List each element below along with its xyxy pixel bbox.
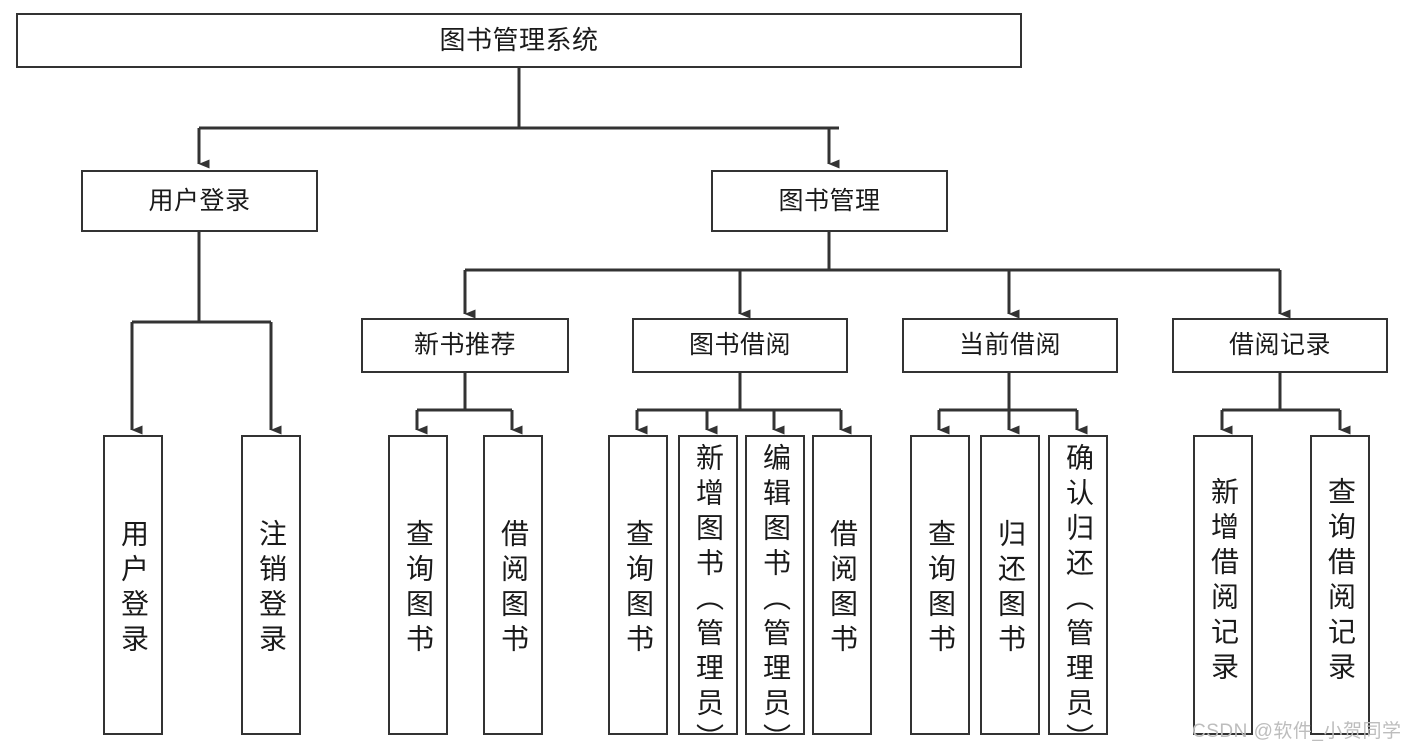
csdn-watermark: CSDN @软件_小贺同学	[1192, 721, 1402, 742]
node-borrow-record-label: 借阅记录	[1228, 331, 1331, 360]
node-leaf-query-book-3-label: 查询图书	[925, 519, 956, 659]
node-leaf-query-book-1-label: 查询图书	[403, 519, 434, 659]
node-leaf-query-book-3[interactable]: 查询图书	[910, 435, 970, 735]
node-leaf-return-book-label: 归还图书	[995, 519, 1026, 659]
node-leaf-borrow-book-2-label: 借阅图书	[827, 519, 858, 659]
node-leaf-confirm-return[interactable]: 确认归还（管理员）	[1048, 435, 1108, 747]
node-leaf-confirm-return-label: 确认归还（管理员）	[1063, 443, 1094, 747]
node-user-login-label: 用户登录	[148, 186, 251, 215]
node-leaf-add-record-label: 新增借阅记录	[1208, 477, 1239, 687]
node-leaf-edit-book-label: 编辑图书（管理员）	[760, 443, 791, 747]
node-book-borrow[interactable]: 图书借阅	[632, 318, 848, 373]
node-root[interactable]: 图书管理系统	[16, 13, 1022, 68]
node-leaf-add-book-label: 新增图书（管理员）	[693, 443, 724, 747]
node-book-management-label: 图书管理	[778, 186, 881, 215]
node-leaf-query-book-1[interactable]: 查询图书	[388, 435, 448, 735]
node-current-borrow-label: 当前借阅	[958, 331, 1061, 360]
node-current-borrow[interactable]: 当前借阅	[902, 318, 1118, 373]
node-book-management[interactable]: 图书管理	[711, 170, 948, 232]
node-leaf-query-record[interactable]: 查询借阅记录	[1310, 435, 1370, 735]
node-new-book-recommend[interactable]: 新书推荐	[361, 318, 569, 373]
node-leaf-query-record-label: 查询借阅记录	[1325, 477, 1356, 687]
node-leaf-borrow-book-1[interactable]: 借阅图书	[483, 435, 543, 735]
node-leaf-edit-book[interactable]: 编辑图书（管理员）	[745, 435, 805, 747]
node-leaf-user-login[interactable]: 用户登录	[103, 435, 163, 735]
node-leaf-user-login-label: 用户登录	[118, 519, 149, 659]
node-book-borrow-label: 图书借阅	[688, 331, 791, 360]
node-leaf-query-book-2[interactable]: 查询图书	[608, 435, 668, 735]
node-root-label: 图书管理系统	[439, 24, 599, 55]
node-leaf-add-record[interactable]: 新增借阅记录	[1193, 435, 1253, 735]
node-leaf-borrow-book-1-label: 借阅图书	[498, 519, 529, 659]
node-leaf-borrow-book-2[interactable]: 借阅图书	[812, 435, 872, 735]
node-leaf-logout[interactable]: 注销登录	[241, 435, 301, 735]
node-leaf-logout-label: 注销登录	[256, 519, 287, 659]
node-leaf-return-book[interactable]: 归还图书	[980, 435, 1040, 735]
node-new-book-recommend-label: 新书推荐	[413, 331, 516, 360]
node-leaf-query-book-2-label: 查询图书	[623, 519, 654, 659]
node-leaf-add-book[interactable]: 新增图书（管理员）	[678, 435, 738, 747]
node-borrow-record[interactable]: 借阅记录	[1172, 318, 1388, 373]
node-user-login[interactable]: 用户登录	[81, 170, 318, 232]
